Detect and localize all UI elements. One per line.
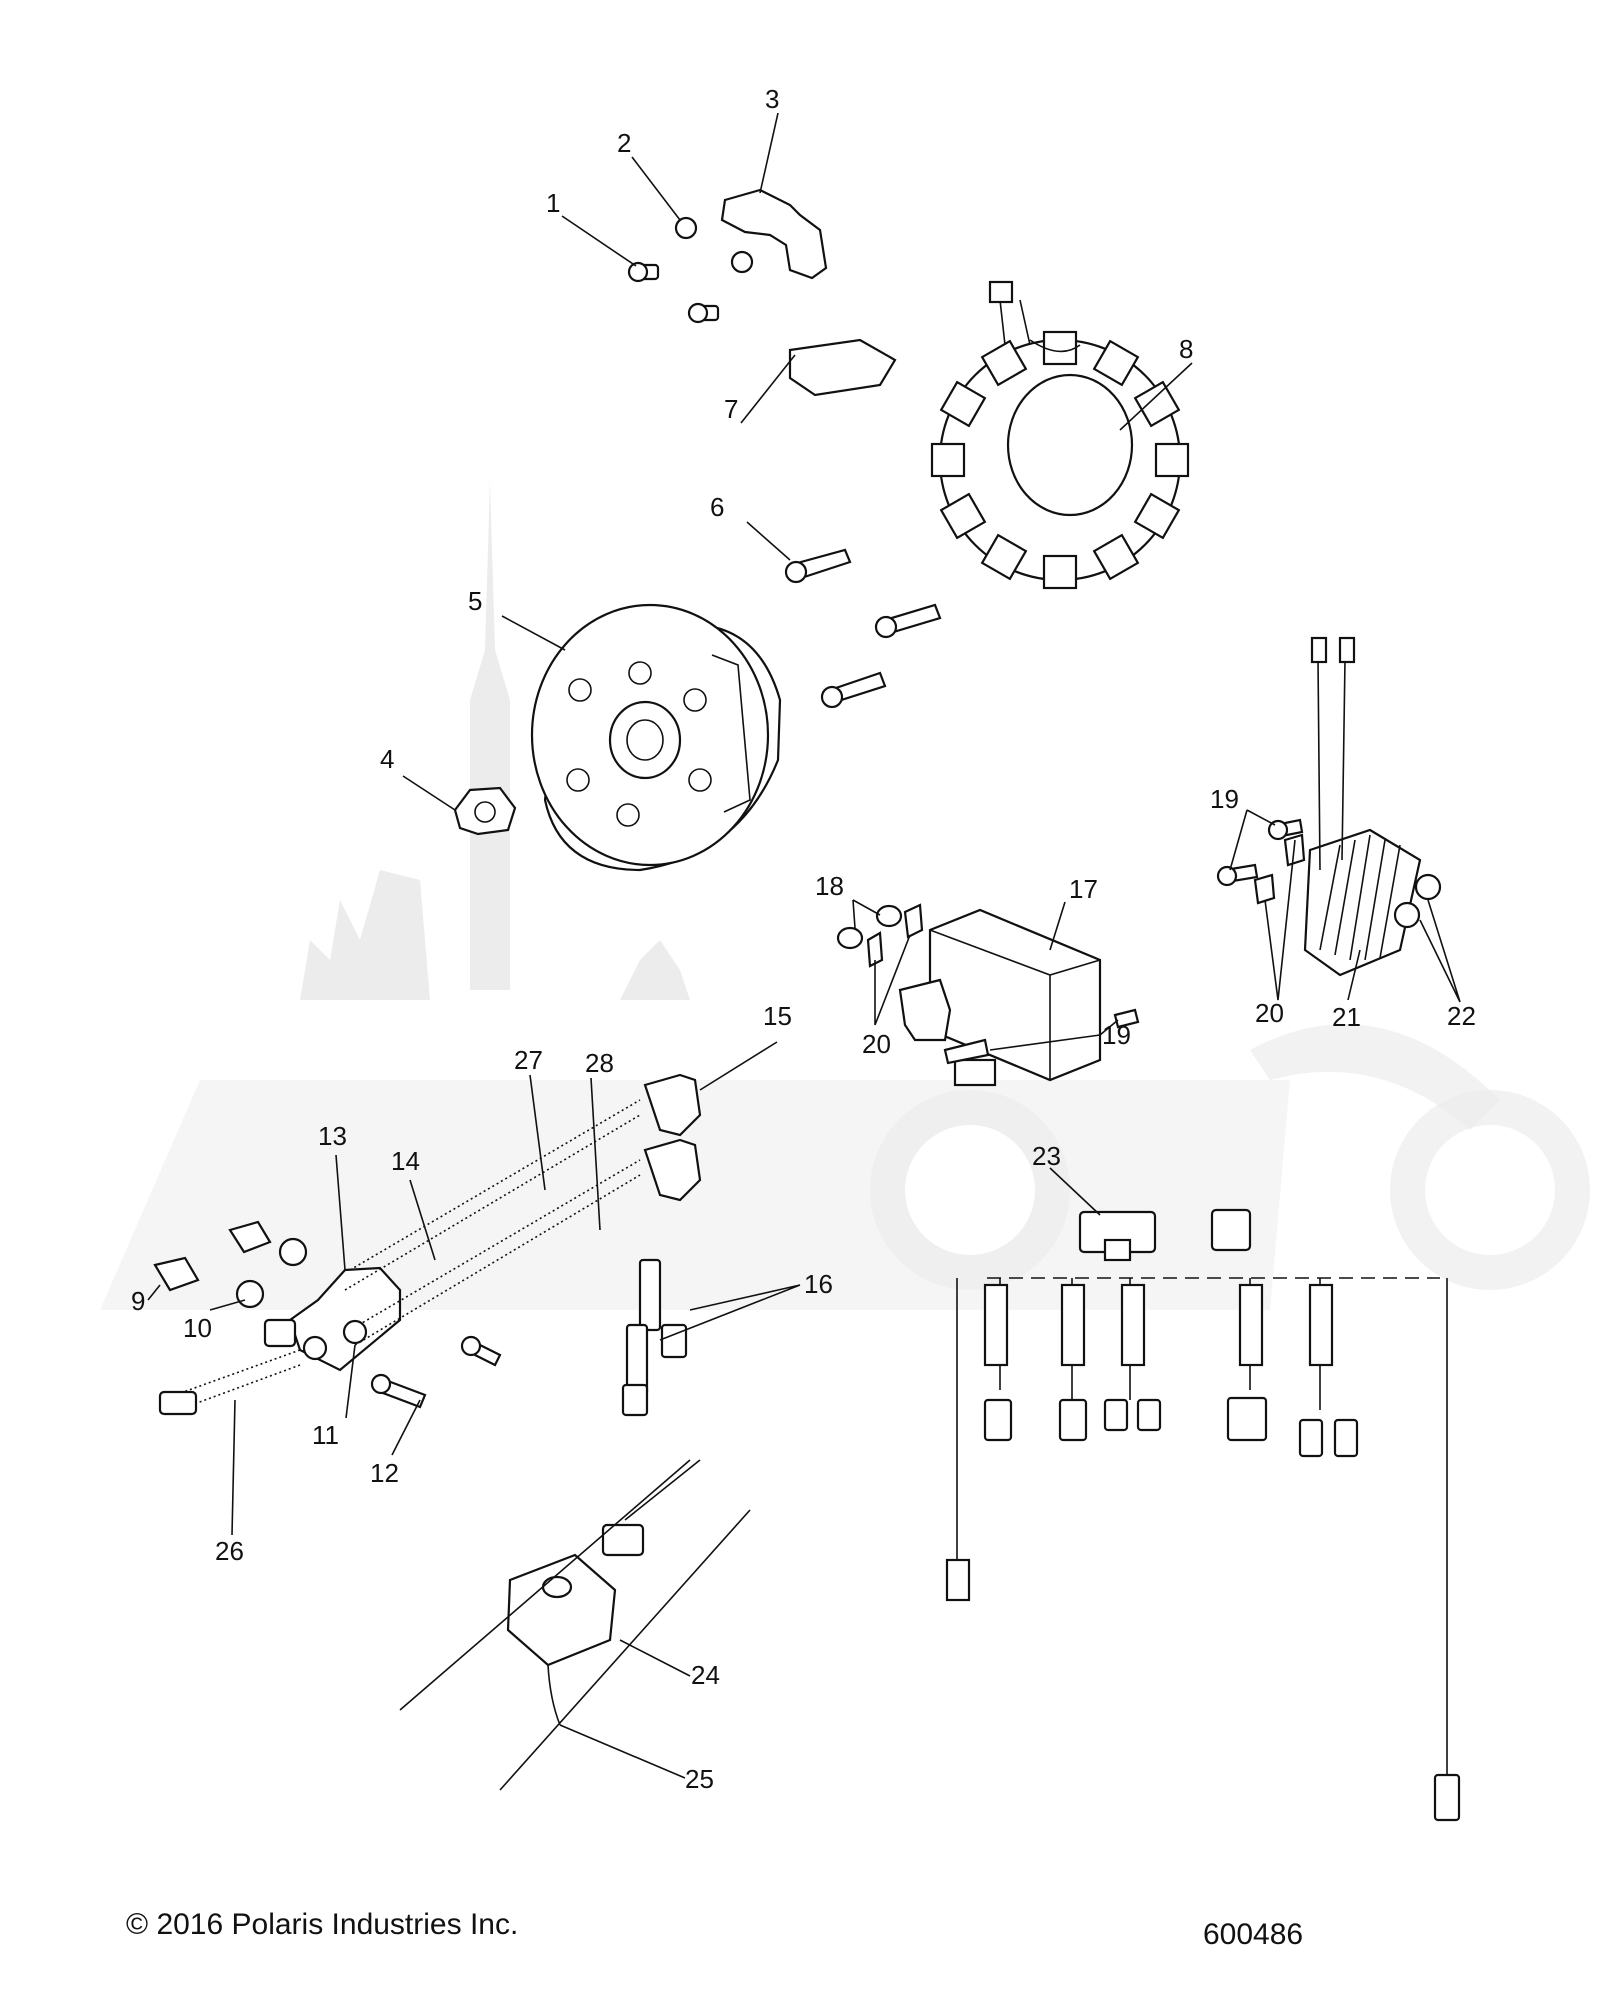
watermark-logo: [100, 480, 1590, 1310]
callout-22: 22: [1447, 1001, 1476, 1031]
stator-tooth: [980, 533, 1028, 581]
callout-13: 13: [318, 1121, 347, 1151]
stator-tooth: [1133, 492, 1181, 540]
callout-27: 27: [514, 1045, 543, 1075]
callout-28: 28: [585, 1048, 614, 1078]
callout-21: 21: [1332, 1002, 1361, 1032]
spark-plug-caps-15: [643, 1073, 702, 1202]
regulator-21: [1303, 636, 1422, 977]
callout-1: 1: [546, 188, 560, 218]
stator-tooth: [980, 339, 1028, 387]
bolts-19-module: [943, 1008, 1140, 1065]
screw-1b: [687, 302, 720, 324]
stator-8: [930, 280, 1190, 590]
spark-plug-leads: [158, 1099, 641, 1416]
callout-17: 17: [1069, 874, 1098, 904]
drawing-number: 600486: [1203, 1918, 1304, 1951]
callout-23: 23: [1032, 1141, 1061, 1171]
cdi-module-17: [898, 908, 1102, 1087]
stator-tooth: [1042, 330, 1078, 366]
callout-10: 10: [183, 1313, 212, 1343]
stator-tooth: [939, 380, 987, 428]
stator-tooth: [1092, 533, 1140, 581]
screw-2: [674, 216, 754, 274]
callout-16: 16: [804, 1269, 833, 1299]
stator-tooth: [930, 442, 966, 478]
callout-19a: 19: [1102, 1020, 1131, 1050]
callout-20a: 20: [862, 1029, 891, 1059]
callout-26: 26: [215, 1536, 244, 1566]
callout-14: 14: [391, 1146, 420, 1176]
kill-switch-24-25: [399, 1459, 751, 1791]
wiring-harness-23: [945, 1208, 1461, 1822]
stator-tooth: [1133, 380, 1181, 428]
callout-11: 11: [312, 1420, 339, 1450]
callout-8: 8: [1179, 334, 1193, 364]
copyright-text: © 2016 Polaris Industries Inc.: [126, 1908, 519, 1941]
bracket-3: [720, 188, 828, 280]
callout-24: 24: [691, 1660, 720, 1690]
callout-25: 25: [685, 1764, 714, 1794]
leader-lines: [147, 112, 1461, 1779]
callout-6: 6: [710, 492, 724, 522]
callout-7: 7: [724, 394, 738, 424]
stator-tooth: [939, 492, 987, 540]
callout-4: 4: [380, 744, 394, 774]
callout-5: 5: [468, 586, 482, 616]
callout-20b: 20: [1255, 998, 1284, 1028]
callout-18: 18: [815, 871, 844, 901]
hardware-19-20-22: [1216, 818, 1442, 929]
stator-tooth: [1042, 554, 1078, 590]
flywheel-5: [530, 603, 782, 872]
hardware-9-10-11-12: [153, 1220, 502, 1409]
screws-6: [784, 548, 942, 709]
spark-plugs-16: [621, 1258, 688, 1417]
callout-15: 15: [763, 1001, 792, 1031]
screw-1: [627, 261, 660, 283]
stator-tooth: [1154, 442, 1190, 478]
washers-18-20: [836, 903, 924, 968]
callout-19b: 19: [1210, 784, 1239, 814]
callout-12: 12: [370, 1458, 399, 1488]
callout-9: 9: [131, 1286, 145, 1316]
callout-labels: 1 2 3 4 5 6 7 8 9 10 11 12 13 14 15 16 1…: [131, 84, 1476, 1794]
stator-tooth: [1092, 339, 1140, 387]
clip-7: [788, 338, 897, 397]
callout-3: 3: [765, 84, 779, 114]
nut-4: [453, 786, 517, 836]
callout-2: 2: [617, 128, 631, 158]
